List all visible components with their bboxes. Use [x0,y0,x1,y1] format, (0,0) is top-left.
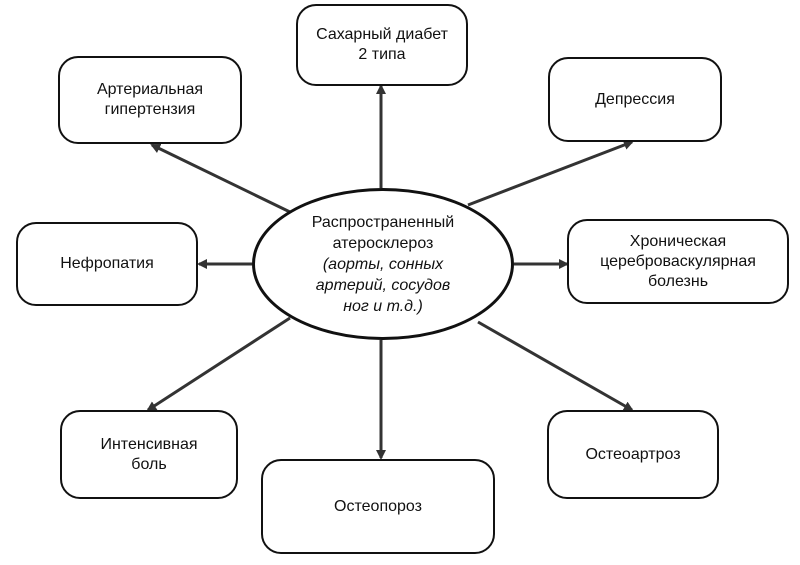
node-hypertension: Артериальная гипертензия [58,56,242,144]
node-osteoporosis: Остеопороз [261,459,495,554]
node-diabetes-line1: Сахарный диабет [316,26,448,43]
node-pain-line1: Интенсивная [100,435,198,453]
node-osteoarthrosis: Остеоартроз [547,410,719,499]
node-cerebrovascular: Хроническая цереброваскулярная болезнь [567,219,789,304]
node-diabetes: Сахарный диабет 2 типа [296,4,468,86]
node-nephropathy-line1: Нефропатия [60,255,154,272]
node-depression: Депрессия [548,57,722,142]
node-hypertension-line2: гипертензия [104,101,196,118]
node-pain-line2: боль [131,455,167,473]
node-osteoarthrosis-line1: Остеоартроз [585,445,681,463]
arrow-to-pain [146,316,291,412]
arrow-to-hypertension [150,143,291,214]
node-osteoporosis-line1: Остеопороз [334,497,422,515]
center-title-line1: Распространенный [311,213,455,231]
node-cerebrovascular-line1: Хроническая [629,232,727,250]
center-detail-line2: артерий, сосудов [315,276,451,294]
node-hypertension-line1: Артериальная [96,81,204,98]
center-detail-line3: ног и т.д.) [343,297,423,315]
node-cerebrovascular-line3: болезнь [647,272,709,290]
center-title-line2: атеросклероз [332,234,434,252]
arrow-to-osteoarthrosis [477,320,634,412]
node-pain: Интенсивная боль [60,410,238,499]
node-diabetes-line2: 2 типа [358,46,406,63]
central-node-atherosclerosis: Распространенный атеросклероз (аорты, со… [252,188,514,340]
node-nephropathy: Нефропатия [16,222,198,306]
node-cerebrovascular-line2: цереброваскулярная [600,252,756,270]
node-depression-line1: Депрессия [595,90,675,108]
center-detail-line1: (аорты, сонных [322,255,444,273]
arrow-to-depression [467,140,634,207]
